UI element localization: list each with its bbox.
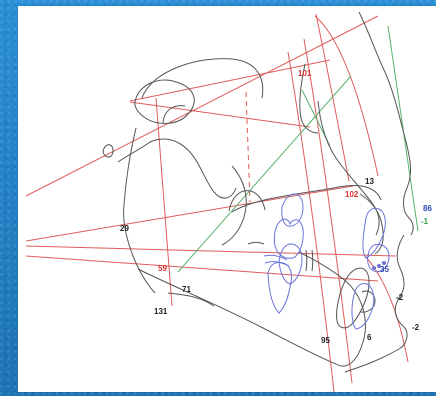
small-ellipse-trace bbox=[102, 144, 114, 158]
label-6: 6 bbox=[367, 333, 372, 342]
mandibular-plane-line bbox=[25, 255, 379, 282]
orbit-contour bbox=[134, 79, 195, 124]
occlusion-curve-2 bbox=[264, 261, 290, 267]
vertical-mark-2 bbox=[311, 249, 314, 272]
dentition-outlines bbox=[263, 193, 390, 330]
label-131: 131 bbox=[154, 307, 168, 316]
label-102: 102 bbox=[345, 190, 359, 199]
mandible-base-trace bbox=[137, 268, 337, 365]
cephalometric-tracing: 101 102 59 13 86 -1 29 71 131 35 -2 -2 9… bbox=[25, 11, 432, 392]
green-reference-lines bbox=[177, 25, 419, 273]
mid-trace-mark bbox=[247, 242, 265, 245]
occlusion-curve-1 bbox=[263, 254, 288, 261]
skull-curve bbox=[141, 58, 264, 99]
nasal-red-line bbox=[315, 13, 350, 182]
profile-red-arc bbox=[314, 15, 379, 177]
vertical-mark-1 bbox=[305, 249, 308, 272]
nasion-line bbox=[129, 101, 311, 128]
landmark-point-1 bbox=[372, 266, 376, 270]
palate-trace bbox=[231, 185, 382, 213]
pterygoid-trace bbox=[221, 165, 247, 246]
label-59: 59 bbox=[158, 264, 167, 273]
facial-arc-2 bbox=[287, 51, 335, 392]
ramus-line bbox=[155, 97, 173, 307]
soft-tissue-nose-trace bbox=[317, 100, 380, 236]
reference-lines bbox=[25, 13, 409, 392]
chin-soft-detail bbox=[360, 290, 376, 313]
label-minus-2-lower: -2 bbox=[412, 323, 420, 332]
label-29: 29 bbox=[120, 224, 129, 233]
maxilla-trace bbox=[117, 138, 237, 199]
green-facial-axis bbox=[177, 75, 352, 273]
label-101: 101 bbox=[298, 69, 312, 78]
sella-like-trace bbox=[228, 190, 266, 212]
tracing-sheet: 101 102 59 13 86 -1 29 71 131 35 -2 -2 9… bbox=[18, 6, 436, 392]
soft-profile-lower bbox=[344, 234, 408, 373]
occlusal-line bbox=[25, 245, 397, 257]
anatomy-tracing bbox=[102, 11, 414, 373]
label-13: 13 bbox=[365, 177, 374, 186]
upper-incisor bbox=[362, 207, 386, 259]
label-86: 86 bbox=[423, 204, 432, 213]
lower-incisor-trace bbox=[336, 267, 370, 329]
canine-outline bbox=[367, 243, 390, 273]
lower-molar bbox=[267, 261, 292, 314]
occipital-trace bbox=[123, 127, 156, 294]
incisor-region-trace bbox=[359, 193, 384, 255]
soft-profile-upper bbox=[358, 11, 414, 236]
lower-incisor bbox=[351, 283, 375, 330]
label-minus-1: -1 bbox=[421, 217, 429, 226]
nasal-bone-trace bbox=[162, 105, 186, 124]
landmark-point-3 bbox=[382, 261, 386, 265]
frankfort-line bbox=[129, 59, 331, 102]
label-71: 71 bbox=[182, 285, 191, 294]
label-95: 95 bbox=[321, 336, 330, 345]
dashed-construction-line bbox=[245, 91, 251, 203]
label-35: 35 bbox=[380, 265, 389, 274]
upper-molar-1 bbox=[273, 218, 304, 259]
landmark-point-2 bbox=[377, 264, 381, 268]
upper-molar-2 bbox=[278, 243, 303, 285]
chin-red-line bbox=[364, 255, 409, 363]
sn-line bbox=[25, 15, 379, 197]
upper-crown bbox=[281, 193, 304, 227]
symphysis-trace bbox=[298, 251, 366, 367]
gonion-trace bbox=[167, 292, 215, 307]
palatal-line bbox=[25, 185, 354, 242]
landmark-markers bbox=[372, 261, 386, 270]
label-minus-2-upper: -2 bbox=[396, 293, 404, 302]
facial-arc-1 bbox=[303, 38, 353, 384]
forehead-trace bbox=[299, 63, 319, 134]
